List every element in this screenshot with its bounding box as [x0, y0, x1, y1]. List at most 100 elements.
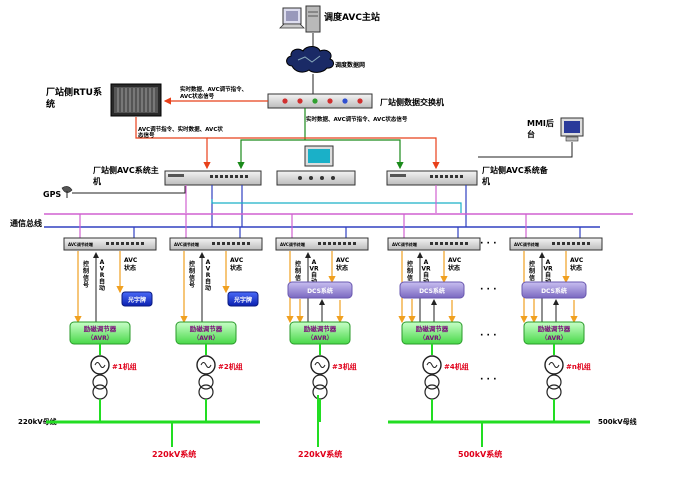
system-label-1: 220kV系统	[152, 449, 196, 459]
rtu-label-line2: 统	[46, 98, 55, 110]
bus-500-label: 500kV母线	[598, 417, 637, 426]
avc-terminal-label: AVC调节终端	[392, 241, 417, 247]
dispatch-master-workstation-icon	[279, 5, 321, 33]
dcs-label: DCS系统	[307, 287, 333, 295]
control-signal-text: 控	[189, 260, 195, 268]
control-signal-text: 制	[189, 267, 195, 275]
terminal-port-icon	[247, 242, 250, 245]
avc-status-text: 状态	[448, 264, 460, 272]
exciter-sub: （AVR）	[307, 334, 333, 342]
exciter-title: 励磁调节器	[416, 324, 449, 333]
generator-label: #2机组	[218, 362, 243, 371]
avc-status-text: 状态	[570, 264, 582, 272]
avc-main-label-line2: 机	[93, 176, 101, 186]
rtu-rack-icon	[110, 83, 162, 117]
avr-auto-text: 自	[311, 271, 317, 279]
rtu-switch-msg-2: AVC状态信号	[180, 92, 215, 100]
terminal-port-icon	[582, 242, 585, 245]
avr-auto-text: 自	[545, 271, 551, 279]
transformer-coil-icon	[546, 374, 562, 390]
transformer-coil-icon	[312, 374, 328, 390]
avr-auto-text: VR	[543, 266, 553, 273]
terminal-port-icon	[227, 242, 230, 245]
control-signal-text: 号	[83, 281, 89, 289]
generator-wave-icon	[200, 362, 212, 368]
generator-wave-icon	[548, 362, 560, 368]
host-bus-drops	[185, 185, 467, 227]
generator-wave-icon	[426, 362, 438, 368]
system-drops	[171, 395, 483, 447]
transformer-coil-icon	[312, 384, 328, 400]
terminal-port-icon	[557, 242, 560, 245]
terminal-port-icon	[237, 242, 240, 245]
terminal-port-icon	[232, 242, 235, 245]
switch-avc-backup-green	[305, 139, 404, 170]
dcs-label: DCS系统	[541, 287, 567, 295]
generator-unit: AVC调节终端控制信号AVR自动AVC状态DCS系统励磁调节器（AVR）#3机组	[275, 214, 369, 422]
mmi-label-line1: MMI后	[527, 118, 554, 128]
control-signal-text: 信	[407, 274, 413, 282]
exciter-title: 励磁调节器	[84, 324, 117, 333]
svg-text:· · ·: · · ·	[480, 331, 497, 341]
terminal-port-icon	[440, 242, 443, 245]
avc-backup-host-icon	[386, 170, 478, 186]
gps-label: GPS	[43, 190, 61, 199]
dcs-box	[521, 281, 587, 299]
generator-unit: AVC调节终端控制信号AVR自动AVC状态DCS系统励磁调节器（AVR）#n机组	[509, 214, 603, 422]
avr-auto-text: V	[206, 266, 211, 273]
avc-main-host-icon	[164, 170, 262, 186]
avc-backup-label-line2: 机	[482, 176, 490, 186]
terminal-port-icon	[121, 242, 124, 245]
generator-label: #1机组	[112, 362, 137, 371]
exciter-title: 励磁调节器	[538, 324, 571, 333]
transformer-coil-icon	[92, 374, 108, 390]
terminal-port-icon	[445, 242, 448, 245]
terminal-port-icon	[106, 242, 109, 245]
rtu-switch-msg-1: 实时数据、AVC调节指令、	[180, 85, 247, 93]
rtu-avc-msg-2: 态信号	[138, 131, 155, 139]
generator-units: AVC调节终端控制信号AVR自动AVC状态光字牌励磁调节器（AVR）#1机组AV…	[63, 214, 603, 422]
control-signal-text: 制	[295, 267, 301, 275]
avc-terminal-label: AVC调节终端	[174, 241, 199, 247]
svg-text:· · ·: · · ·	[480, 375, 497, 385]
rtu-avc-msg-1: AVC调节指令、实时数据、AVC状	[138, 125, 223, 133]
avr-auto-text: A	[100, 259, 105, 266]
terminal-port-icon	[567, 242, 570, 245]
terminal-port-icon	[242, 242, 245, 245]
avc-status-text: 状态	[230, 264, 242, 272]
dispatch-master-label: 调度AVC主站	[324, 11, 380, 23]
exciter-sub: （AVR）	[193, 334, 219, 342]
terminal-port-icon	[333, 242, 336, 245]
avc-terminal-icon	[275, 237, 369, 251]
control-signal-text: 信	[529, 274, 535, 282]
dcs-box	[399, 281, 465, 299]
avc-backup-label-line1: 厂站侧AVC系统备	[482, 165, 549, 175]
comm-bus-label: 通信总线	[10, 218, 42, 228]
control-signal-text: 控	[295, 260, 301, 268]
control-signal-text: 制	[529, 267, 535, 275]
mmi-link	[478, 142, 573, 158]
data-switch-label: 厂站侧数据交换机	[380, 97, 444, 107]
exciter-sub: （AVR）	[419, 334, 445, 342]
terminal-port-icon	[141, 242, 144, 245]
generator-label: #3机组	[332, 362, 357, 371]
terminal-port-icon	[217, 242, 220, 245]
terminal-port-icon	[338, 242, 341, 245]
avr-auto-text: 自	[423, 271, 429, 279]
avc-status-text: AVC	[230, 257, 244, 264]
terminal-port-icon	[465, 242, 468, 245]
exciter-title: 励磁调节器	[304, 324, 337, 333]
terminal-port-icon	[343, 242, 346, 245]
avr-auto-text: VR	[421, 266, 431, 273]
light-panel-label: 光字牌	[233, 296, 252, 304]
terminal-port-icon	[455, 242, 458, 245]
control-signal-text: 控	[529, 260, 535, 268]
terminal-port-icon	[450, 242, 453, 245]
control-signal-text: 信	[295, 274, 301, 282]
dcs-label: DCS系统	[419, 287, 445, 295]
avr-auto-text: R	[206, 272, 211, 279]
light-panel-box	[227, 291, 259, 307]
transformer-coil-icon	[198, 374, 214, 390]
terminal-port-icon	[116, 242, 119, 245]
